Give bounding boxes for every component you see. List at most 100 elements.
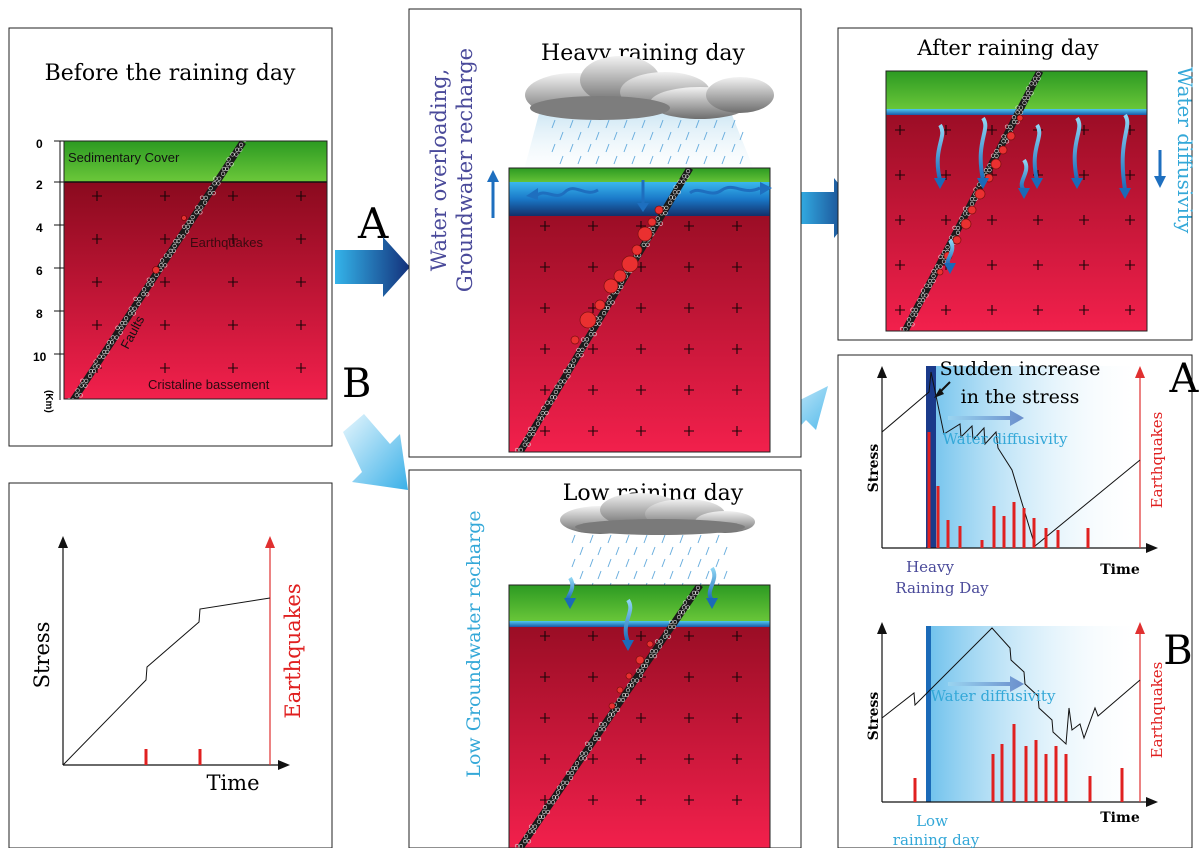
earthquake-marker — [974, 188, 986, 200]
cross-mark — [1125, 305, 1135, 315]
cross-mark — [540, 754, 550, 764]
rain-drop — [669, 570, 674, 580]
cross-mark — [588, 754, 598, 764]
infiltration-arrows — [564, 566, 718, 651]
rain-drop — [633, 546, 638, 556]
cross-mark — [1125, 260, 1135, 270]
graph-b-tag: B — [1163, 628, 1192, 674]
fault-grain — [584, 342, 589, 347]
rain-drop — [677, 119, 682, 129]
cross-mark — [895, 260, 905, 270]
earthquake-marker — [1006, 131, 1016, 141]
fault-grain — [531, 431, 536, 437]
fault-grain — [565, 770, 571, 776]
stress-curve — [881, 371, 1141, 547]
rain-drop — [705, 570, 710, 580]
cross-mark — [540, 426, 550, 436]
rain-drop — [577, 131, 582, 141]
graph-a-tag: A — [1169, 356, 1200, 402]
fault-grain — [569, 770, 575, 776]
fault-grain — [574, 761, 580, 766]
earthquake-marker — [570, 335, 580, 345]
cross-mark — [296, 363, 306, 373]
fault-grain — [123, 320, 128, 326]
fault-grain — [536, 819, 542, 824]
fault-grain — [145, 292, 150, 297]
fault-grain — [955, 230, 961, 235]
cross-mark — [684, 426, 694, 436]
fault-grain — [983, 168, 989, 173]
fault-grain — [213, 176, 218, 181]
cross-mark — [684, 754, 694, 764]
fault-grain — [913, 307, 919, 312]
rain-drop — [571, 534, 576, 544]
fault-grain — [945, 245, 950, 250]
cross-mark — [540, 672, 550, 682]
cross-mark — [732, 426, 742, 436]
graph-b: Water diffusivity Stress Time Earthquake… — [866, 622, 1193, 848]
rain-drop — [605, 119, 610, 129]
fault-grain — [550, 800, 556, 805]
cross-mark — [228, 363, 238, 373]
earthquake-marker — [152, 266, 160, 274]
rain-drop — [651, 546, 656, 556]
cross-mark — [228, 234, 238, 244]
cross-mark — [160, 191, 170, 201]
earthquake-marker — [603, 278, 619, 294]
earthquake-markers — [608, 640, 654, 710]
earthquake-marker — [631, 244, 643, 256]
rain-drop — [721, 155, 726, 165]
fault-grain — [1032, 76, 1038, 81]
cross-mark — [684, 385, 694, 395]
fault-grain — [906, 317, 912, 322]
fault-grain — [146, 277, 151, 282]
fault-grain — [645, 242, 650, 247]
cloud-icon — [560, 493, 755, 535]
stress-curve — [62, 597, 271, 766]
fault-grain — [189, 219, 194, 224]
rain-drop — [589, 534, 594, 544]
rain-drop — [685, 131, 690, 141]
fault-grain — [596, 736, 602, 742]
cross-mark — [296, 191, 306, 201]
depth-tick-8: 8 — [36, 307, 43, 321]
fault-grain — [212, 181, 217, 186]
fault-grain — [150, 277, 155, 282]
cross-mark — [1033, 215, 1043, 225]
arrow-to-heavy-rain — [335, 237, 410, 297]
rain-drop — [613, 131, 618, 141]
fault-grain — [680, 610, 686, 615]
fault-grain — [1025, 86, 1031, 91]
rain-drop — [739, 155, 744, 165]
cross-mark — [941, 215, 951, 225]
water-flow-arrow — [707, 566, 717, 602]
fault-grain — [920, 288, 926, 293]
cross-mark — [732, 385, 742, 395]
rain-drop — [595, 131, 600, 141]
fault-grain — [539, 416, 544, 421]
fault-grain — [672, 619, 678, 625]
fault-grain — [96, 364, 101, 369]
fault-grain — [141, 292, 146, 297]
fault-grain — [541, 809, 547, 815]
fault-grain — [560, 780, 566, 785]
cross-mark — [540, 262, 550, 272]
cross-mark — [732, 795, 742, 805]
cross-mark — [588, 385, 598, 395]
fault-grain — [686, 169, 691, 174]
cross-mark — [732, 303, 742, 313]
fault-grain — [938, 264, 943, 269]
fault-grain — [102, 349, 107, 355]
fault-grain — [551, 795, 557, 800]
rain-drop — [679, 558, 684, 568]
fault-grain — [75, 388, 80, 393]
cross-mark — [540, 385, 550, 395]
cross-mark — [588, 631, 598, 641]
fault-grain — [649, 649, 655, 654]
fault-grain — [587, 746, 593, 751]
fault-grain — [559, 785, 565, 790]
storm-cloud-icon — [525, 56, 774, 120]
fault-grain — [579, 751, 585, 756]
panel-heavy-rain: Heavy raining day Wat — [408, 8, 802, 458]
fault-grain — [672, 195, 677, 200]
